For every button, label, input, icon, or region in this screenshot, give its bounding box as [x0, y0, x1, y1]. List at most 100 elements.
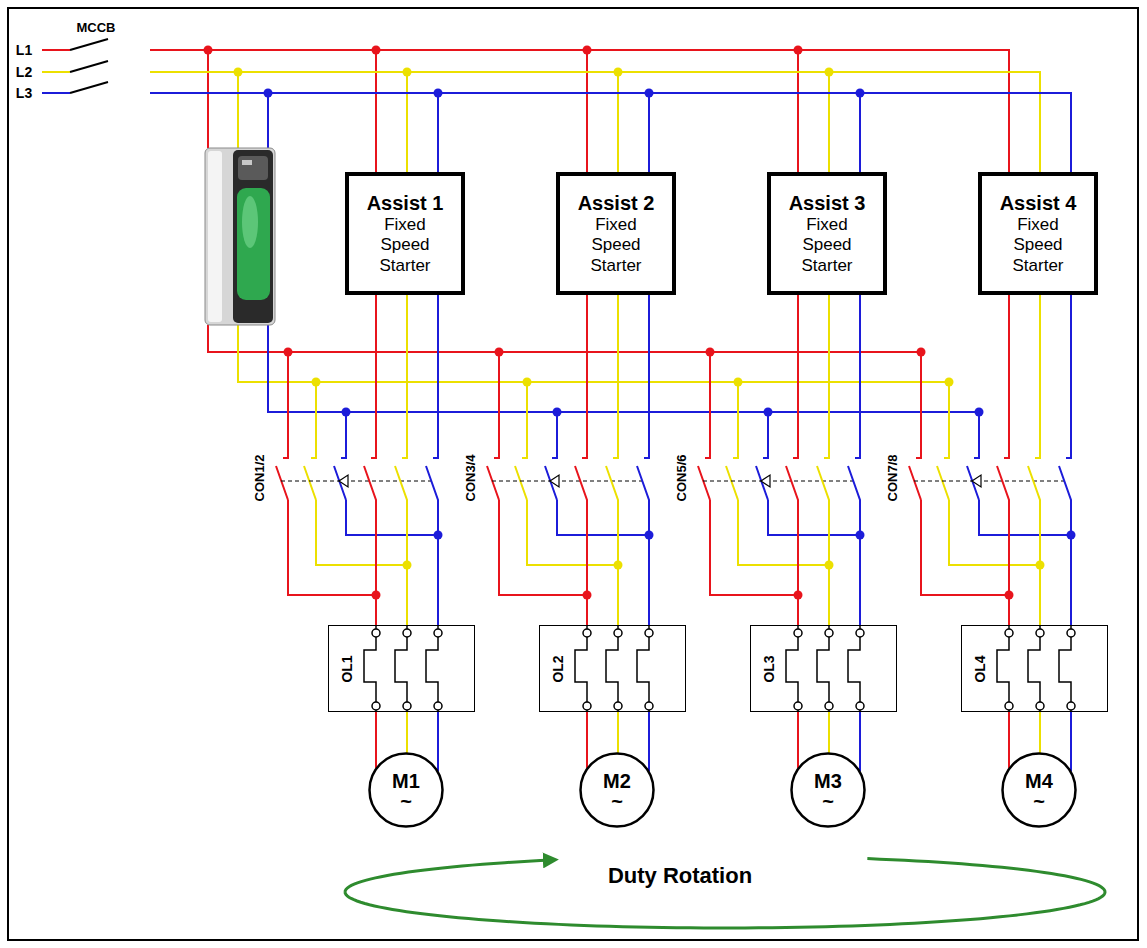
mains-bus [150, 72, 1040, 172]
junction-dot [794, 46, 803, 55]
overload-relay: OL3 [750, 625, 897, 712]
drive-branch-wire [346, 500, 438, 535]
duty-rotation-arrow [345, 860, 552, 892]
starter-description: Fixed Speed Starter [365, 215, 445, 276]
mccb-blade [70, 82, 108, 93]
overload-terminal [645, 702, 653, 710]
contact-fixed-terminal [763, 412, 768, 458]
contact-blade [909, 466, 921, 500]
starter-feed-wire [859, 93, 861, 172]
drive-branch-wire [921, 500, 1009, 595]
drive-input-wire [207, 50, 209, 148]
overload-terminal [825, 629, 833, 637]
contact-fixed-terminal [494, 352, 499, 458]
mccb-blade [70, 61, 108, 72]
incoming-wire [42, 71, 70, 73]
starter-feed-wire [828, 72, 830, 172]
thermal-element [848, 637, 860, 702]
drive-branch-wire [768, 500, 860, 535]
phase-wire [606, 295, 618, 625]
drive-branch-wire [710, 500, 798, 595]
overload-terminal [434, 629, 442, 637]
interlock-symbol [339, 475, 348, 487]
phase-wire [1028, 295, 1040, 625]
junction-dot [234, 68, 243, 77]
phase-wire [1070, 712, 1072, 771]
overload-terminal [1005, 702, 1013, 710]
phase-wire [406, 712, 408, 753]
overload-relay: OL4 [961, 625, 1108, 712]
phase-label: L1 [16, 42, 32, 58]
starter-description: Fixed Speed Starter [787, 215, 867, 276]
phase-wire [437, 712, 439, 771]
overload-terminal [825, 702, 833, 710]
contact-fixed-terminal [522, 382, 527, 458]
contact-blade [276, 466, 288, 500]
starter-title: Assist 3 [789, 191, 866, 215]
junction-dot [264, 89, 273, 98]
junction-dot [583, 46, 592, 55]
starter-feed-wire [617, 72, 619, 172]
motor-circle: M4~ [1001, 752, 1077, 828]
drive-input-wire [267, 93, 269, 148]
breaker-label: MCCB [77, 20, 116, 35]
starter-box: Assist 3Fixed Speed Starter [767, 172, 887, 295]
contact-blade [304, 466, 316, 500]
starter-feed-wire [437, 93, 439, 172]
drive-branch-wire [527, 500, 618, 565]
phase-wire [817, 295, 829, 625]
starter-title: Assist 4 [1000, 191, 1077, 215]
drive-output-bus [268, 325, 979, 412]
starter-title: Assist 2 [578, 191, 655, 215]
drive-branch-wire [949, 500, 1040, 565]
power-wire-connector [575, 295, 649, 625]
drive-branch-wire [738, 500, 829, 565]
mains-bus [150, 50, 1009, 172]
contact-fixed-terminal [944, 382, 949, 458]
phase-wire [375, 712, 377, 768]
contactor-label: CON3/4 [463, 455, 478, 502]
phase-wire [364, 295, 376, 625]
junction-dot [645, 89, 654, 98]
overload-label: OL2 [550, 655, 566, 682]
incoming-wire [42, 92, 70, 94]
overload-terminal [614, 702, 622, 710]
contact-blade [487, 466, 499, 500]
overload-terminal [794, 702, 802, 710]
mechanical-interlock-link [914, 481, 1064, 482]
overload-terminal [1067, 629, 1075, 637]
thermal-element [1059, 637, 1071, 702]
contact-blade [726, 466, 738, 500]
duty-rotation-loop [345, 859, 1105, 928]
contact-fixed-terminal [974, 412, 979, 458]
phase-wire [797, 712, 799, 768]
mccb-blade [70, 39, 108, 50]
drive-output-bus [208, 325, 921, 352]
motor-circle: M3~ [790, 752, 866, 828]
contact-fixed-terminal [283, 352, 288, 458]
thermal-element [575, 637, 587, 702]
phase-label: L2 [16, 64, 32, 80]
overload-terminal [1036, 702, 1044, 710]
overload-terminal [1036, 629, 1044, 637]
overload-terminal [856, 702, 864, 710]
overload-terminal [372, 702, 380, 710]
contactor-label: CON7/8 [885, 455, 900, 502]
overload-relay: OL2 [539, 625, 686, 712]
mechanical-interlock-link [703, 481, 853, 482]
motor-label: M4 [1025, 770, 1053, 792]
phase-wire [828, 712, 830, 753]
frame [8, 8, 1138, 940]
thermal-element [786, 637, 798, 702]
phase-wire [1039, 712, 1041, 753]
junction-dot [372, 46, 381, 55]
ac-symbol: ~ [1033, 792, 1045, 810]
overload-terminal [372, 629, 380, 637]
contact-fixed-terminal [552, 412, 557, 458]
drive-branch-wire [979, 500, 1071, 535]
drive-branch-wire [316, 500, 407, 565]
overload-terminal [794, 629, 802, 637]
phase-wire [786, 295, 798, 625]
overload-terminal [614, 629, 622, 637]
starter-feed-wire [586, 50, 588, 172]
